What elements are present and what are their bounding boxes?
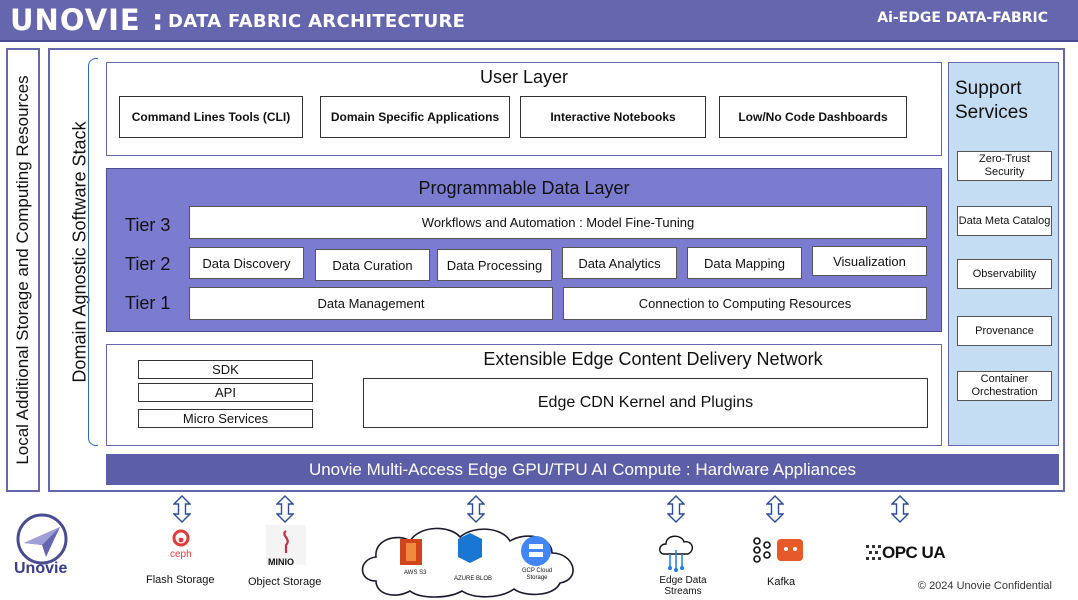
tier3-label: Tier 3 — [125, 215, 171, 235]
minio-text: MINIO — [268, 557, 294, 567]
edge-streams-label: Edge Data Streams — [659, 575, 707, 597]
double-arrow-icon — [276, 495, 294, 523]
programmable-title: Programmable Data Layer — [418, 178, 630, 198]
edge-streams-icon — [659, 535, 694, 572]
brand-name: UNOVIE : — [10, 3, 165, 37]
kafka-label: Kafka — [767, 576, 796, 588]
user-layer: User Layer Command Lines Tools (CLI) Dom… — [106, 62, 942, 156]
tier3-workflows: Workflows and Automation : Model Fine-Tu… — [189, 206, 927, 239]
copyright-text: © 2024 Unovie Confidential — [917, 580, 1052, 592]
hardware-appliances-bar: Unovie Multi-Access Edge GPU/TPU AI Comp… — [106, 454, 1059, 485]
cloud-storage-icon — [361, 527, 574, 598]
flash-storage-label: Flash Storage — [146, 574, 215, 586]
user-item-notebooks: Interactive Notebooks — [520, 96, 706, 138]
opc-ua-label: OPC UA — [882, 543, 946, 562]
tier1-data-management: Data Management — [189, 287, 553, 320]
cdn-sdk: SDK — [138, 360, 313, 379]
tier1-label: Tier 1 — [125, 293, 171, 313]
support-title: Support Services — [955, 77, 1028, 125]
tier2-data-mapping: Data Mapping — [687, 247, 802, 279]
support-title-line1: Support — [955, 78, 1022, 99]
double-arrow-icon — [667, 495, 685, 523]
unovie-logo-icon — [16, 513, 68, 565]
tier2-visualization: Visualization — [812, 246, 927, 276]
stack-brace — [88, 58, 98, 446]
double-arrow-icon — [891, 495, 909, 523]
cdn-api: API — [138, 383, 313, 402]
user-layer-title: User Layer — [479, 67, 569, 87]
cdn-kernel: Edge CDN Kernel and Plugins — [363, 378, 928, 428]
minio-icon — [266, 525, 306, 565]
programmable-data-layer: Programmable Data Layer Tier 3 Tier 2 Ti… — [106, 168, 942, 332]
header-tag: Ai-EDGE DATA-FABRIC — [877, 10, 1048, 26]
tier2-data-curation: Data Curation — [315, 249, 430, 281]
support-item-container: Container Orchestration — [957, 371, 1052, 401]
tier2-data-processing: Data Processing — [437, 249, 552, 281]
software-stack-frame — [48, 48, 1065, 492]
support-item-observability: Observability — [957, 259, 1052, 289]
opc-ua-icon — [866, 545, 881, 560]
support-item-meta-catalog: Data Meta Catalog — [957, 206, 1052, 236]
kafka-icon — [753, 537, 803, 563]
azure-blob-label: AZURE BLOB — [454, 576, 493, 582]
unovie-logo-text: Unovie — [14, 560, 68, 577]
double-arrow-icon — [766, 495, 784, 523]
aws-s3-label: AWS S3 — [404, 570, 427, 576]
cdn-micro-services: Micro Services — [138, 409, 313, 428]
local-resources-label: Local Additional Storage and Computing R… — [13, 75, 32, 465]
tier2-label: Tier 2 — [125, 254, 171, 274]
support-item-zero-trust: Zero-Trust Security — [957, 151, 1052, 181]
user-item-cli: Command Lines Tools (CLI) — [119, 96, 303, 138]
page-title: DATA FABRIC ARCHITECTURE — [168, 11, 466, 32]
double-arrow-icon — [173, 495, 191, 523]
support-services-panel: Support Services Zero-Trust Security Dat… — [948, 62, 1059, 446]
gcp-storage-label: GCP Cloud Storage — [521, 568, 553, 581]
object-storage-label: Object Storage — [248, 576, 322, 588]
user-item-dashboards: Low/No Code Dashboards — [719, 96, 907, 138]
tier1-computing-connection: Connection to Computing Resources — [563, 287, 927, 320]
user-item-domain-apps: Domain Specific Applications — [320, 96, 510, 138]
local-resources-panel: Local Additional Storage and Computing R… — [6, 48, 40, 492]
cdn-title: Extensible Edge Content Delivery Network — [483, 349, 823, 369]
edge-cdn-layer: Extensible Edge Content Delivery Network… — [106, 344, 942, 446]
ceph-text: ceph — [170, 549, 192, 560]
tier2-data-analytics: Data Analytics — [562, 247, 677, 279]
header-bar: UNOVIE : DATA FABRIC ARCHITECTURE Ai-EDG… — [0, 0, 1078, 42]
support-title-line2: Services — [955, 102, 1028, 123]
tier2-data-discovery: Data Discovery — [189, 247, 304, 279]
double-arrow-icon — [467, 495, 485, 523]
support-item-provenance: Provenance — [957, 316, 1052, 346]
ceph-icon — [172, 529, 190, 547]
